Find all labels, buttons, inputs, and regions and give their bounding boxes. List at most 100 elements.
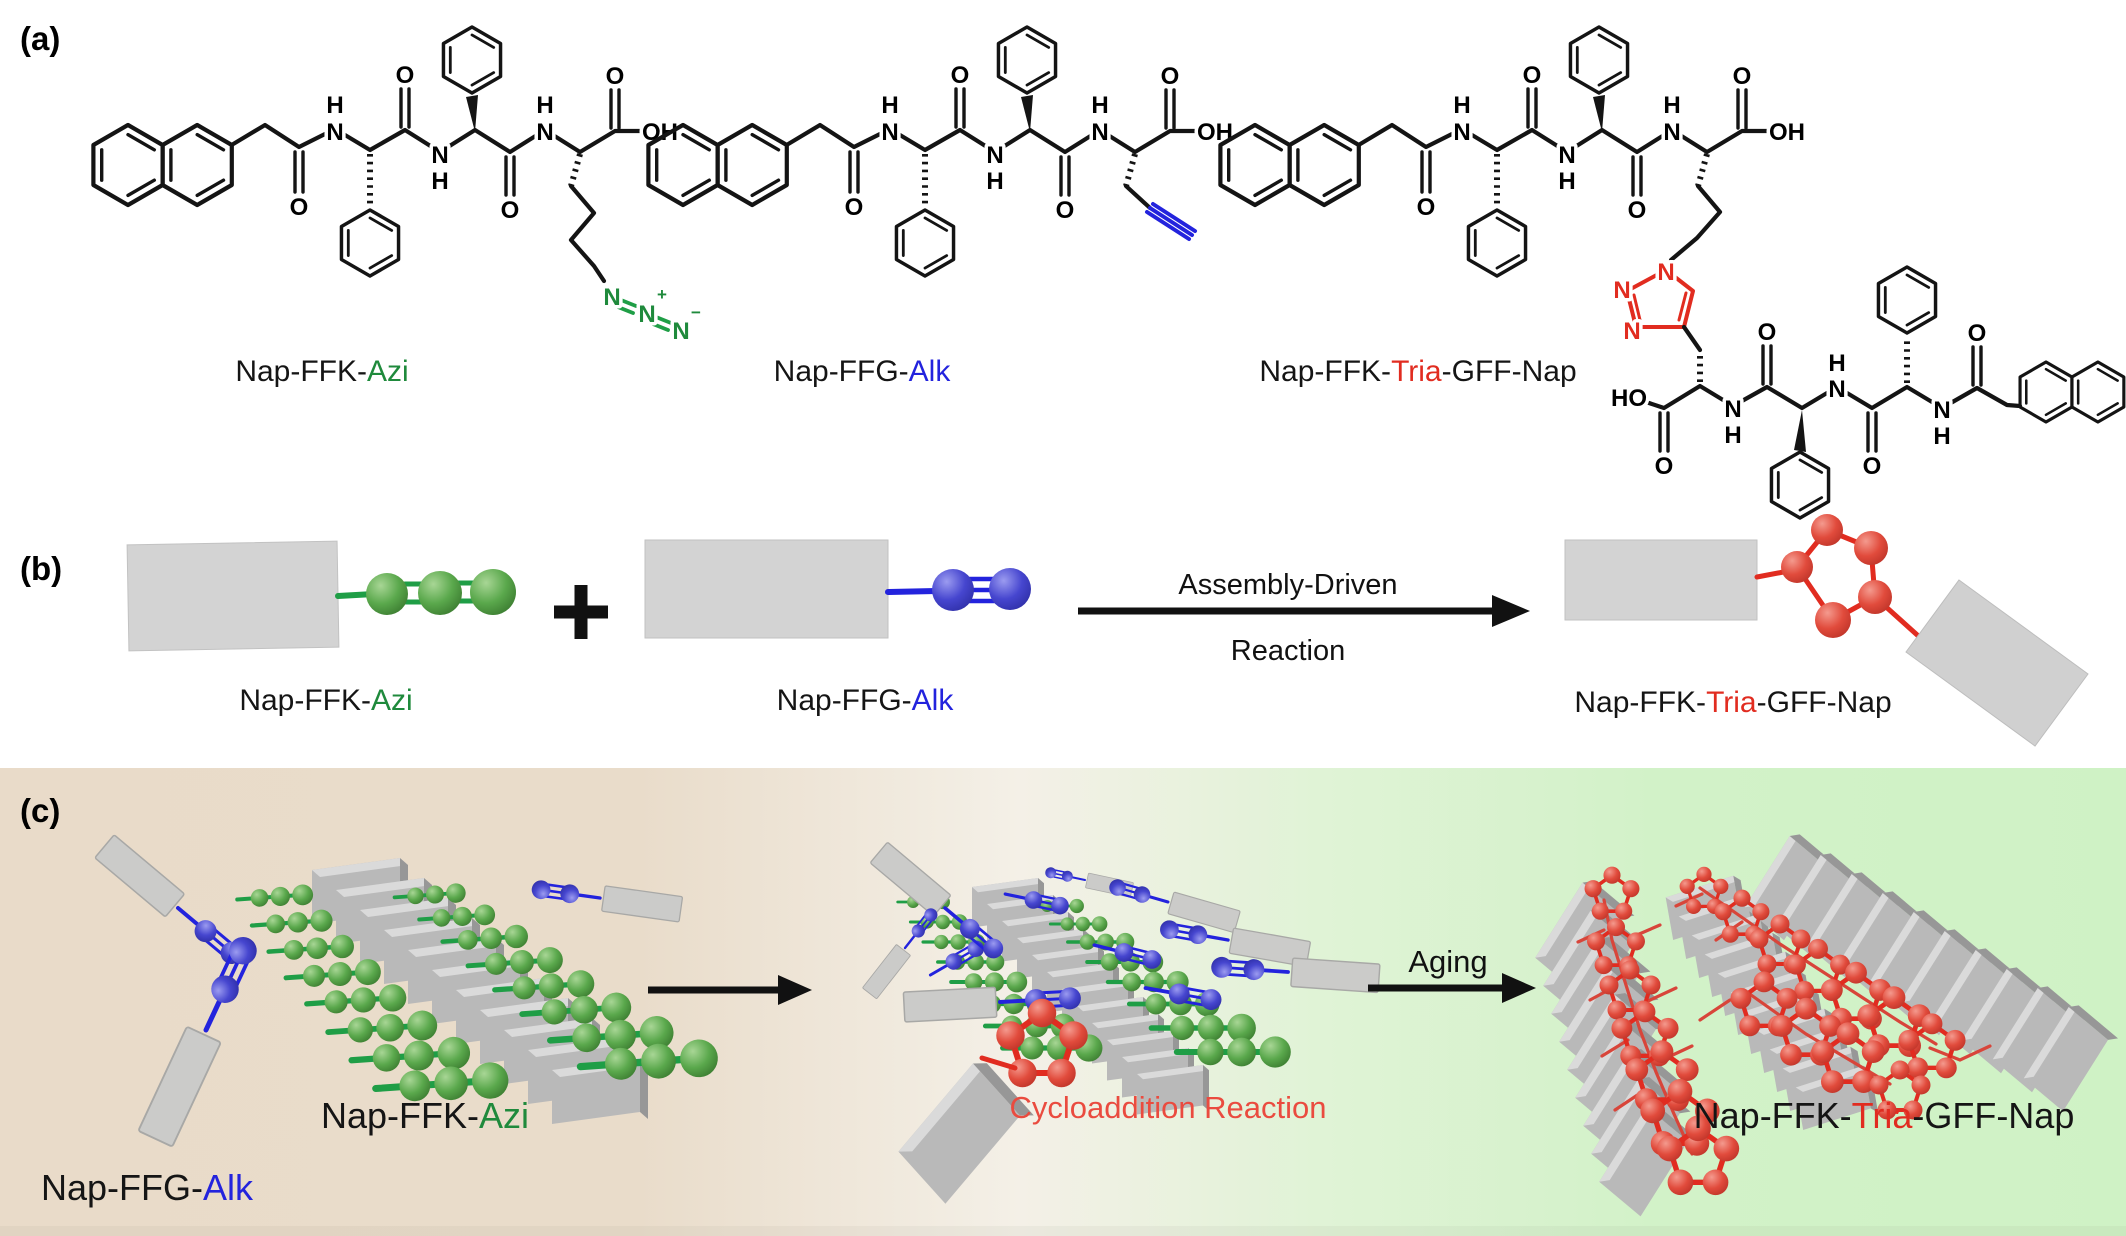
structure-nap-ffk-azi: N N N + − H N O O N H O H N O OH <box>93 25 704 349</box>
cartoon-nap-ffk-tria-gff-nap <box>1564 514 2089 747</box>
svg-text:O: O <box>1758 319 1777 346</box>
naphthalene-ring <box>2018 360 2126 424</box>
reaction-arrow-b: Assembly-Driven Reaction <box>1078 569 1530 667</box>
svg-text:N: N <box>1613 277 1630 304</box>
structure-nap-ffk-tria-gff-nap: H N O O N H O H N O OH N N N <box>1220 25 2126 520</box>
svg-text:N: N <box>881 119 898 146</box>
azide-n3: N <box>672 318 689 345</box>
arrowhead <box>778 975 812 1005</box>
minus-charge: − <box>691 303 701 322</box>
phenyl-ring <box>441 25 503 95</box>
svg-text:H: H <box>1663 92 1680 119</box>
triazole-sphere <box>1781 551 1813 583</box>
peptide-slab <box>126 540 340 652</box>
svg-text:O: O <box>1628 197 1647 224</box>
svg-text:N: N <box>1724 396 1741 423</box>
svg-text:O: O <box>1417 194 1436 221</box>
svg-text:O: O <box>1733 63 1752 90</box>
triazole-sphere <box>1858 580 1892 614</box>
svg-text:H: H <box>1558 168 1575 195</box>
phenyl-ring <box>1466 208 1528 278</box>
label-aging: Aging <box>1408 944 1487 979</box>
panel-b: (b) Nap-FFK-Azi Nap-FFG-Alk <box>20 514 2089 747</box>
svg-text:N: N <box>1091 119 1108 146</box>
svg-text:H: H <box>1828 350 1845 377</box>
svg-text:N: N <box>1663 119 1680 146</box>
naphthalene-ring <box>1220 125 1358 205</box>
panel-c: (c) <box>0 768 2126 1236</box>
svg-text:H: H <box>881 92 898 119</box>
svg-text:O: O <box>1523 62 1542 89</box>
peptide-slab <box>644 539 889 639</box>
azide-sphere <box>366 573 408 615</box>
plus-sign <box>554 585 608 639</box>
svg-text:O: O <box>501 197 520 224</box>
svg-text:N: N <box>986 142 1003 169</box>
phenyl-ring <box>996 25 1058 95</box>
plus-charge: + <box>657 285 667 304</box>
phenyl-ring <box>339 208 401 278</box>
panel-c-label: (c) <box>20 792 60 829</box>
svg-text:N: N <box>1623 318 1640 345</box>
svg-text:H: H <box>1091 92 1108 119</box>
azide-n1: N <box>603 284 620 311</box>
arrow-label-top: Assembly-Driven <box>1178 569 1397 601</box>
structure-nap-ffg-alk: H N O O N H O H N O OH <box>648 25 1237 278</box>
azide-sphere <box>418 571 462 615</box>
svg-text:O: O <box>951 62 970 89</box>
assembly-tria <box>1526 830 2122 1217</box>
peptide-slab-tilted <box>1905 579 2089 747</box>
arrow-label-bottom: Reaction <box>1231 635 1345 667</box>
triazole-sphere <box>1811 514 1843 546</box>
cartoon-nap-ffg-alk <box>644 539 1031 639</box>
azide-sphere <box>470 569 516 615</box>
azide-n2: N <box>638 301 655 328</box>
svg-text:O: O <box>1863 453 1882 480</box>
cartoon-nap-ffk-azi <box>126 540 516 652</box>
alkyne-sphere <box>932 569 974 611</box>
svg-text:N: N <box>326 119 343 146</box>
svg-text:N: N <box>1558 142 1575 169</box>
label-cycloaddition: Cycloaddition Reaction <box>1009 1090 1326 1125</box>
bottom-edge <box>0 1226 2126 1236</box>
label-c-tria: Nap-FFK-Tria-GFF-Nap <box>1694 1095 2075 1136</box>
label-c-azi: Nap-FFK-Azi <box>321 1095 529 1136</box>
triazole-ring: N N N <box>1610 256 1695 349</box>
panel-a-label: (a) <box>20 20 60 57</box>
svg-text:O: O <box>396 62 415 89</box>
svg-text:N: N <box>1933 397 1950 424</box>
svg-text:H: H <box>536 92 553 119</box>
svg-text:O: O <box>845 194 864 221</box>
svg-text:H: H <box>431 168 448 195</box>
svg-text:N: N <box>1828 376 1845 403</box>
label-a-tria: Nap-FFK-Tria-GFF-Nap <box>1259 355 1576 388</box>
alkyne-sphere <box>989 568 1031 610</box>
triazole-sphere <box>1815 602 1851 638</box>
arrow-c2: Aging <box>1368 944 1536 1003</box>
svg-text:O: O <box>290 194 309 221</box>
arrowhead <box>1502 973 1536 1003</box>
svg-text:OH: OH <box>1197 119 1233 146</box>
svg-text:HO: HO <box>1611 385 1647 412</box>
triazole-sphere <box>1854 531 1888 565</box>
forming-triazole <box>888 999 1088 1204</box>
svg-text:N: N <box>1657 259 1674 286</box>
svg-text:N: N <box>536 119 553 146</box>
svg-text:O: O <box>1968 320 1987 347</box>
svg-text:N: N <box>1453 119 1470 146</box>
alkyne-group <box>1145 202 1197 241</box>
azide-group: N N N + − <box>600 281 704 349</box>
label-b-alk: Nap-FFG-Alk <box>777 684 955 717</box>
label-b-azi: Nap-FFK-Azi <box>239 684 412 717</box>
svg-text:H: H <box>986 168 1003 195</box>
svg-text:H: H <box>1453 92 1470 119</box>
svg-text:O: O <box>1655 453 1674 480</box>
svg-text:O: O <box>1161 63 1180 90</box>
svg-text:OH: OH <box>1769 119 1805 146</box>
label-a-azi: Nap-FFK-Azi <box>235 355 408 388</box>
panel-a: (a) N N N + − H N <box>20 20 2126 520</box>
phenyl-ring <box>1876 265 1938 335</box>
label-c-alk: Nap-FFG-Alk <box>41 1167 254 1208</box>
